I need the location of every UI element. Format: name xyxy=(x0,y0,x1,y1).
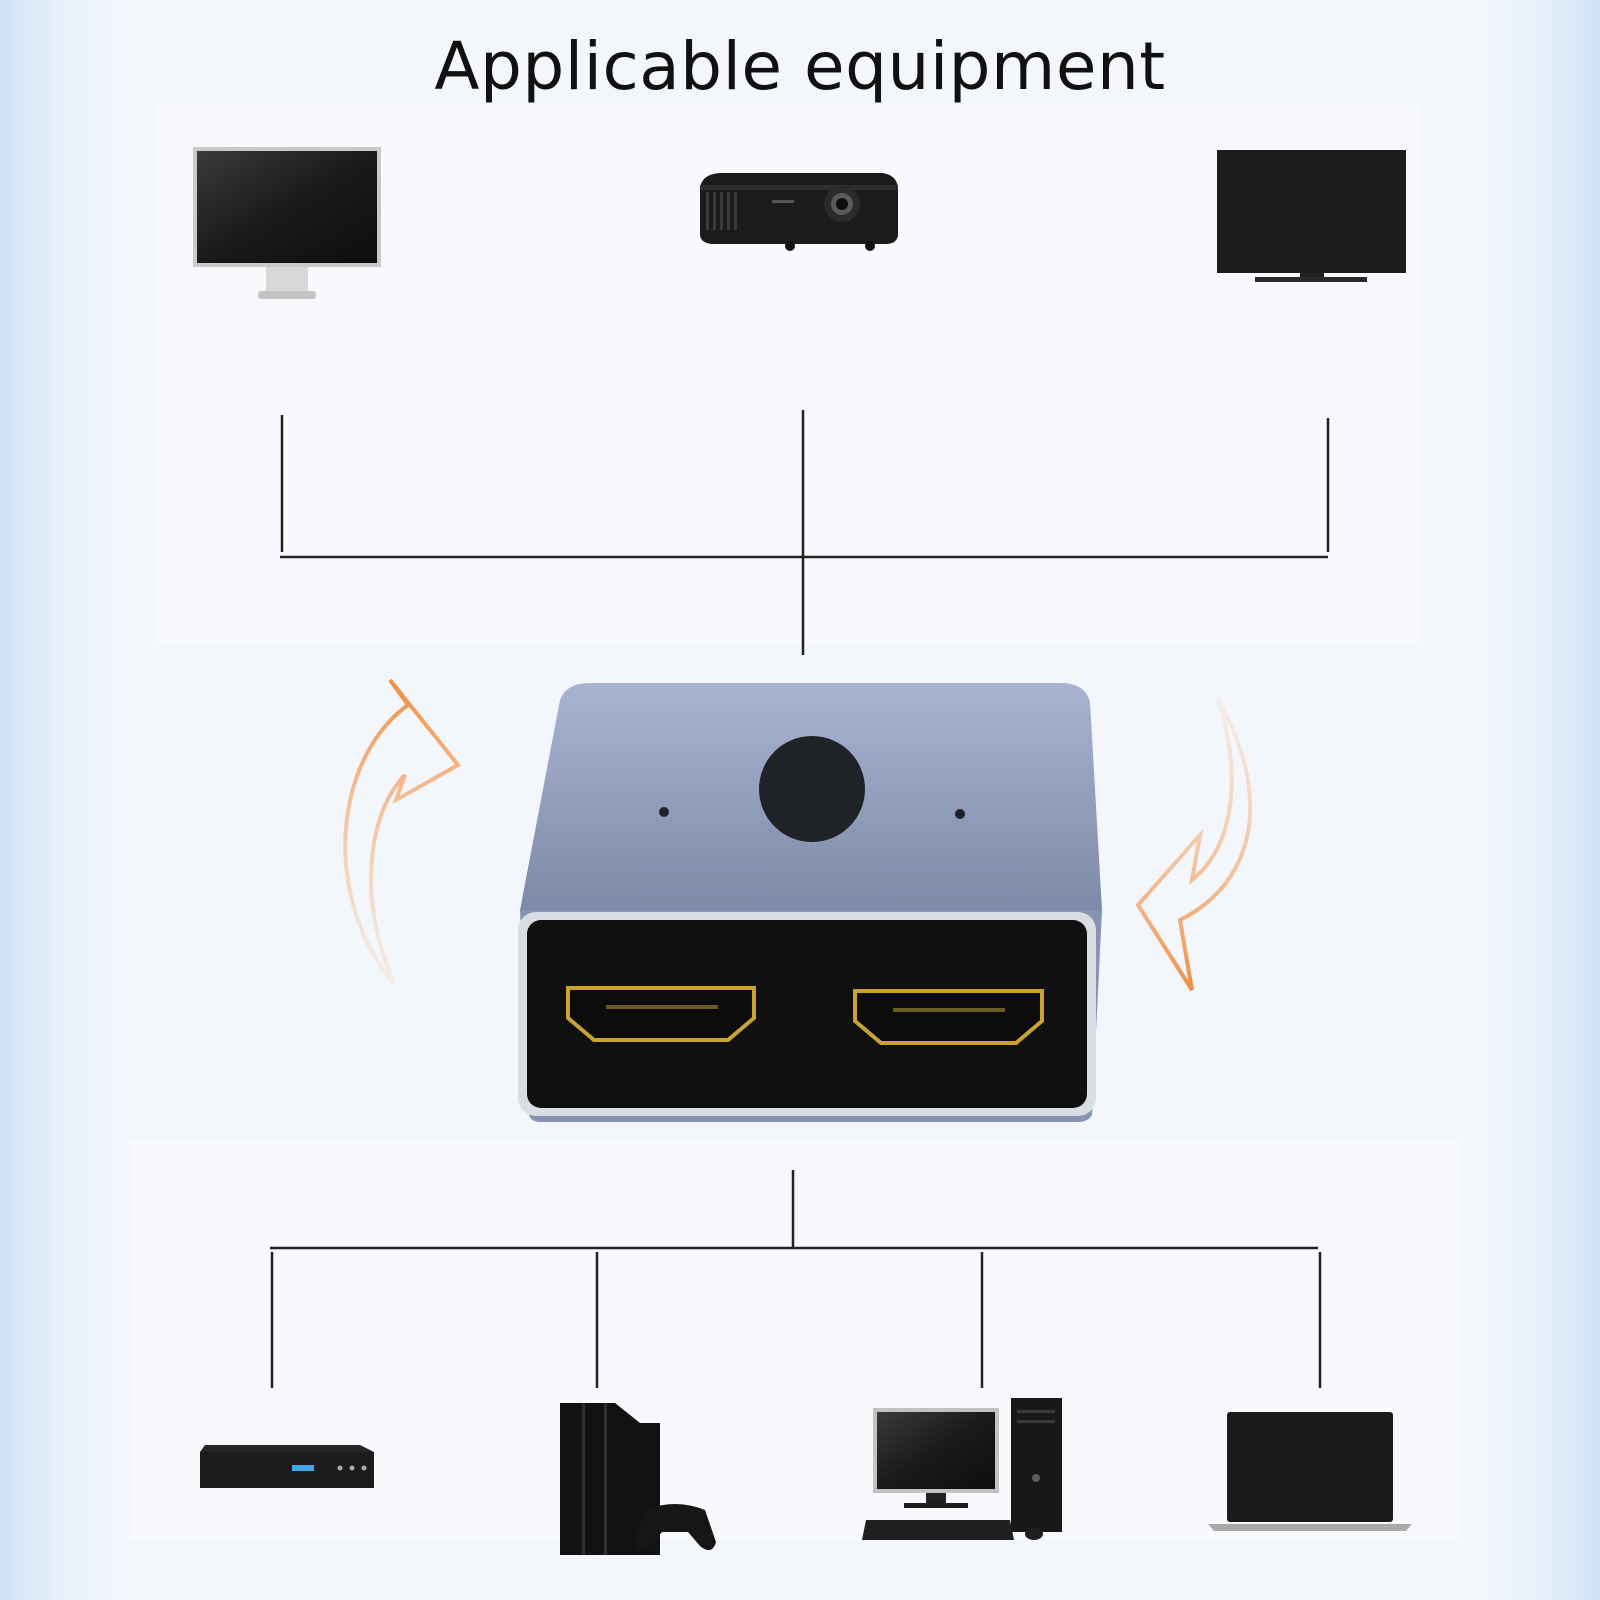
connector-lines-top xyxy=(280,410,1330,655)
switch-arrow-left-icon xyxy=(343,678,462,987)
switch-button xyxy=(759,736,865,842)
tv-icon xyxy=(1217,150,1406,282)
connector-lines-bottom xyxy=(270,1170,1322,1388)
switch-arrow-right-icon xyxy=(1135,699,1253,992)
led-indicator xyxy=(955,809,965,819)
monitor-icon xyxy=(193,147,381,299)
led-indicator xyxy=(659,807,669,817)
laptop-icon xyxy=(1208,1412,1412,1531)
hdmi-port xyxy=(853,989,1044,1045)
hdmi-port xyxy=(566,986,756,1042)
page-title: Applicable equipment xyxy=(434,28,1166,105)
desktop-pc-icon xyxy=(862,1398,1062,1540)
projector-icon xyxy=(700,173,898,251)
hdmi-switch-icon xyxy=(518,683,1102,1122)
game-console-icon xyxy=(560,1403,716,1555)
set-top-box-icon xyxy=(200,1445,374,1488)
